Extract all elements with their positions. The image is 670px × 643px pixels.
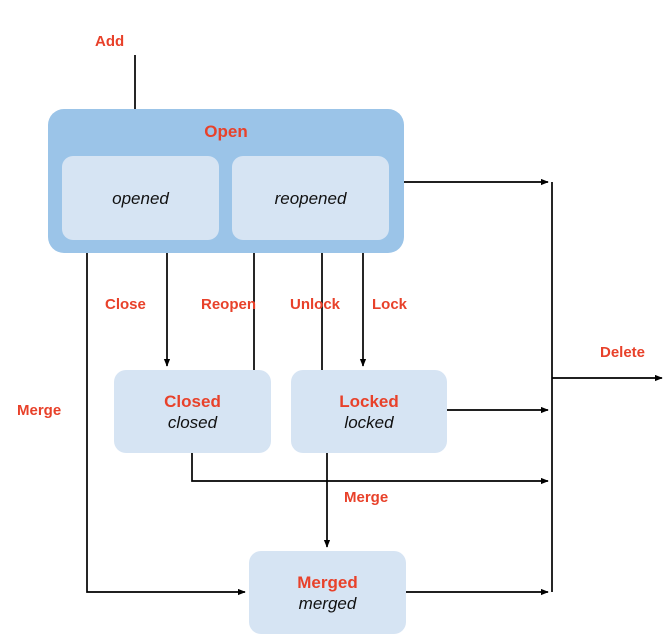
edge-label-unlock: Unlock	[290, 296, 341, 313]
edge-label-add: Add	[95, 33, 125, 50]
state-closed-title: Closed	[164, 391, 221, 411]
state-opened-label: opened	[112, 188, 169, 208]
state-reopened-label: reopened	[274, 188, 347, 208]
state-locked[interactable]: Locked locked	[291, 370, 447, 453]
edge-label-merge-left: Merge	[17, 402, 62, 419]
edge-label-lock: Lock	[372, 296, 408, 313]
state-locked-title: Locked	[339, 391, 399, 411]
edge-label-merge-center: Merge	[344, 489, 389, 506]
state-reopened[interactable]: reopened	[232, 156, 389, 240]
state-locked-label: locked	[344, 412, 394, 432]
edge-label-delete: Delete	[600, 344, 646, 361]
state-merged[interactable]: Merged merged	[249, 551, 406, 634]
edge-label-reopen: Reopen	[201, 296, 257, 313]
state-closed[interactable]: Closed closed	[114, 370, 271, 453]
edge-closed-to-merge-bus	[191, 453, 327, 482]
state-merged-title: Merged	[297, 572, 358, 592]
state-group-open-title: Open	[204, 122, 248, 141]
edge-label-close: Close	[105, 296, 146, 313]
state-opened[interactable]: opened	[62, 156, 219, 240]
state-closed-label: closed	[167, 412, 218, 432]
state-merged-label: merged	[298, 593, 357, 613]
